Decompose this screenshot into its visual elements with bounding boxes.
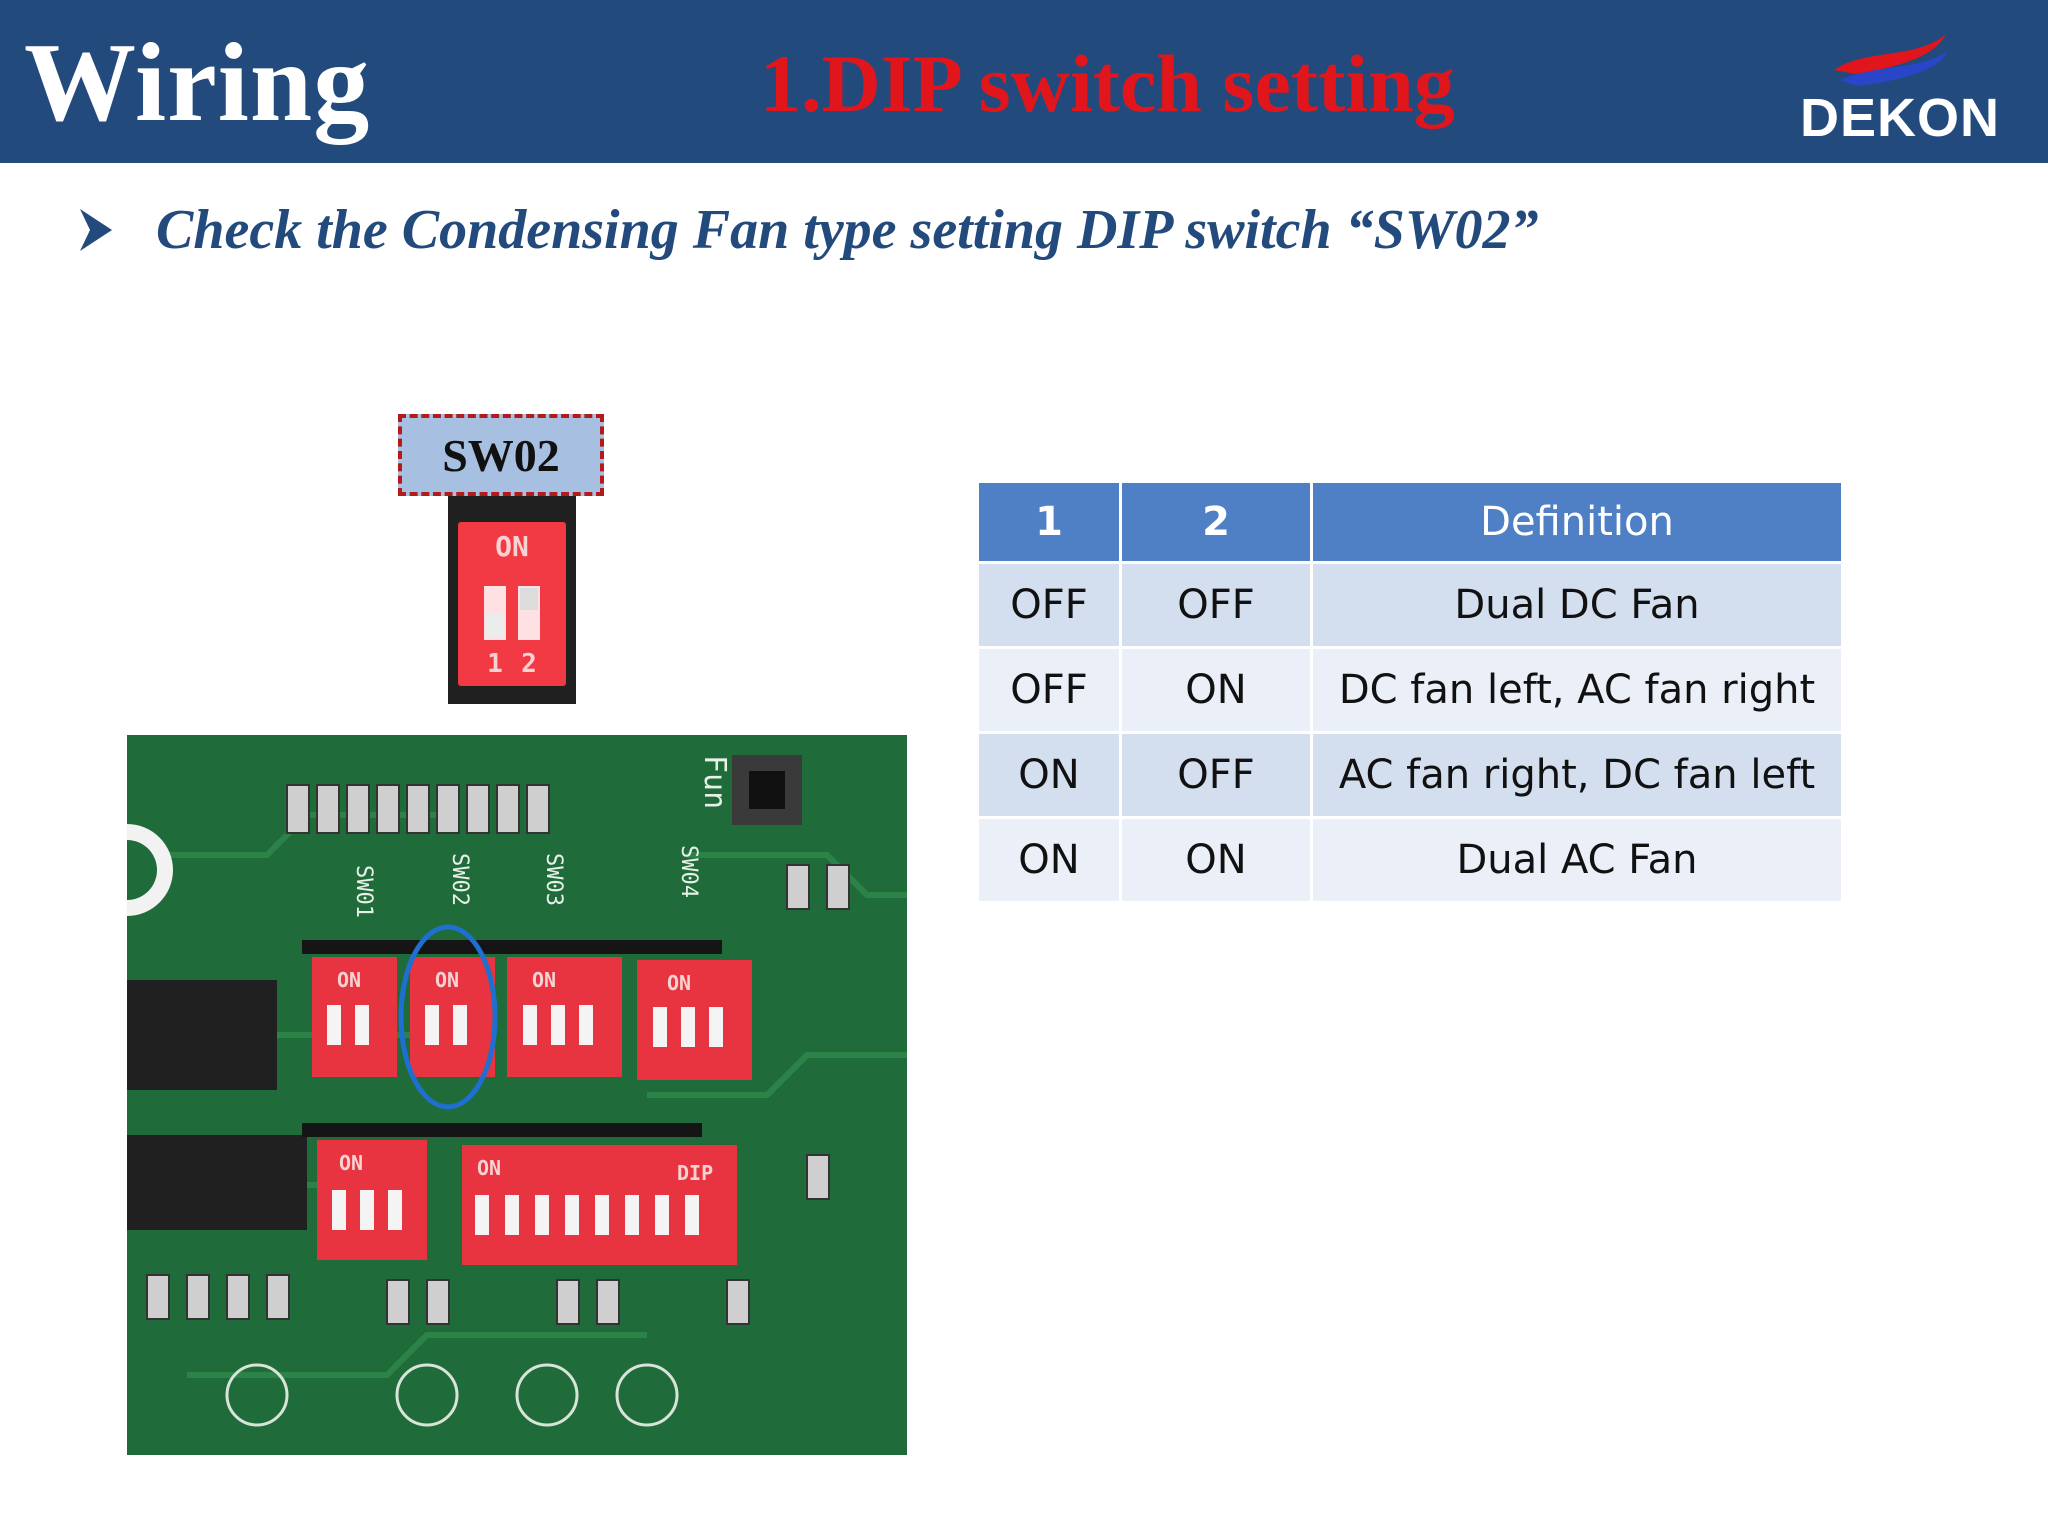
cell-switch-1: OFF bbox=[979, 649, 1119, 731]
table-row: ON OFF AC fan right, DC fan left bbox=[979, 734, 1841, 816]
svg-text:ON: ON bbox=[339, 1151, 363, 1175]
slide-title: Wiring bbox=[24, 21, 371, 145]
pcb-sw04-label: SW04 bbox=[676, 845, 701, 898]
svg-text:ON: ON bbox=[532, 968, 556, 992]
col-header-switch-2: 2 bbox=[1122, 483, 1310, 561]
pcb-sw01-label: SW01 bbox=[351, 865, 376, 918]
svg-text:ON: ON bbox=[477, 1156, 501, 1180]
dip-on-text: ON bbox=[495, 530, 529, 563]
slide-subtitle: 1.DIP switch setting bbox=[760, 38, 1455, 129]
svg-text:DIP: DIP bbox=[677, 1161, 713, 1185]
sw02-highlight-circle bbox=[398, 924, 498, 1110]
cell-definition: DC fan left, AC fan right bbox=[1313, 649, 1841, 731]
dekon-logo: DEKON bbox=[1796, 30, 1999, 146]
col-header-definition: Definition bbox=[1313, 483, 1841, 561]
pcb-fun-label: Fun bbox=[697, 755, 732, 809]
cell-switch-1: OFF bbox=[979, 564, 1119, 646]
pcb-sw03-label: SW03 bbox=[541, 853, 566, 906]
dip-switch-graphic: ON 1 2 bbox=[484, 530, 540, 679]
cell-definition: Dual AC Fan bbox=[1313, 819, 1841, 901]
logo-swoosh-icon bbox=[1834, 34, 1948, 86]
pcb-sw02-label: SW02 bbox=[447, 853, 472, 906]
cell-switch-2: OFF bbox=[1122, 564, 1310, 646]
svg-text:ON: ON bbox=[667, 971, 691, 995]
arrow-bullet-icon bbox=[80, 209, 112, 251]
dip-pos-1: 1 bbox=[487, 649, 503, 679]
dip-switch-body: ON 1 2 bbox=[458, 522, 566, 686]
cell-switch-1: ON bbox=[979, 734, 1119, 816]
table-row: OFF ON DC fan left, AC fan right bbox=[979, 649, 1841, 731]
pcb-illustration: SW01 SW02 SW03 SW04 Fun 4HCT4051N bbox=[127, 735, 907, 1455]
pcb-dip-switches: ON ON ON ON ON ON DIP bbox=[312, 957, 752, 1265]
cell-switch-2: ON bbox=[1122, 649, 1310, 731]
cell-definition: Dual DC Fan bbox=[1313, 564, 1841, 646]
cell-switch-2: ON bbox=[1122, 819, 1310, 901]
instruction-text: Check the Condensing Fan type setting DI… bbox=[156, 199, 1539, 261]
cell-definition: AC fan right, DC fan left bbox=[1313, 734, 1841, 816]
cell-switch-2: OFF bbox=[1122, 734, 1310, 816]
title-bar: Wiring 1.DIP switch setting DEKON bbox=[0, 0, 2048, 163]
col-header-switch-1: 1 bbox=[979, 483, 1119, 561]
cell-switch-1: ON bbox=[979, 819, 1119, 901]
logo-wordmark: DEKON bbox=[1800, 88, 2001, 148]
table-row: OFF OFF Dual DC Fan bbox=[979, 564, 1841, 646]
instruction-line: Check the Condensing Fan type setting DI… bbox=[78, 190, 1539, 270]
sw02-label: SW02 bbox=[398, 414, 604, 496]
svg-text:ON: ON bbox=[435, 968, 459, 992]
sw02-closeup: ON 1 2 bbox=[448, 496, 576, 704]
dip-definition-table: 1 2 Definition OFF OFF Dual DC Fan OFF O… bbox=[976, 480, 1844, 904]
dip-pos-2: 2 bbox=[521, 649, 537, 679]
table-header-row: 1 2 Definition bbox=[979, 483, 1841, 561]
svg-text:ON: ON bbox=[337, 968, 361, 992]
pcb-photo: SW01 SW02 SW03 SW04 Fun 4HCT4051N bbox=[127, 735, 907, 1455]
table-row: ON ON Dual AC Fan bbox=[979, 819, 1841, 901]
